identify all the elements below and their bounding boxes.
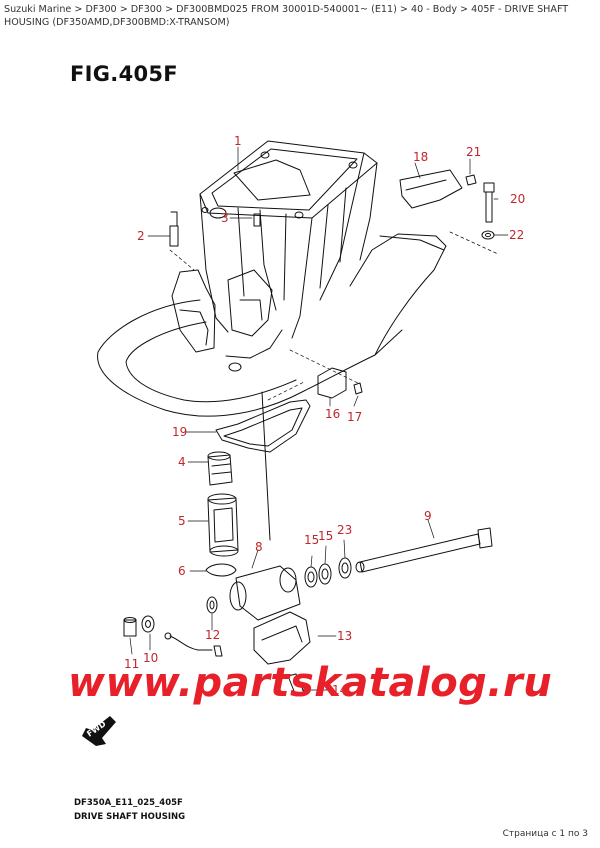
breadcrumb[interactable]: Suzuki Marine > DF300 > DF300 > DF300BMD… [4, 4, 569, 28]
bearing-part-5 [207, 493, 239, 557]
callout-18: 18 [413, 150, 429, 164]
bolt-part-14 [287, 673, 305, 697]
page-info: Страница с 1 по 3 [502, 829, 588, 839]
callout-21: 21 [466, 145, 482, 159]
washer-part-12 [206, 596, 218, 614]
screw-part-17 [353, 382, 363, 395]
cover-part-18 [399, 169, 463, 209]
bracket-part-13 [253, 611, 311, 665]
washer-part-15a [304, 566, 318, 588]
callout-10: 10 [143, 651, 159, 665]
wire-lead [164, 632, 223, 657]
callout-20: 20 [510, 192, 526, 206]
callout-19: 19 [172, 425, 188, 439]
plate-part-16 [317, 367, 347, 399]
callout-5: 5 [178, 514, 186, 528]
watermark: www.partskatalog.ru [68, 660, 553, 706]
callout-1: 1 [234, 134, 242, 148]
callout-23: 23 [337, 523, 353, 537]
washer-part-10 [141, 615, 155, 633]
callout-15b: 15 [318, 529, 334, 543]
washer-part-23 [338, 557, 352, 579]
callout-8: 8 [255, 540, 263, 554]
callout-12: 12 [205, 628, 221, 642]
callout-15a: 15 [304, 533, 320, 547]
figure-caption: DRIVE SHAFT HOUSING [74, 812, 186, 822]
screw-part-21 [465, 174, 477, 186]
callout-13: 13 [337, 629, 353, 643]
circlip-part-6 [205, 563, 237, 577]
bolt-part-2 [169, 211, 179, 247]
callout-2: 2 [137, 229, 145, 243]
callout-22: 22 [509, 228, 525, 242]
fwd-arrow-icon: FWD [82, 716, 116, 746]
callout-4: 4 [178, 455, 186, 469]
callout-6: 6 [178, 564, 186, 578]
drive-shaft-housing-part [97, 140, 447, 417]
long-bolt-part-9 [355, 527, 493, 573]
figure-code: DF350A_E11_025_405F [74, 798, 183, 808]
seal-part-19 [215, 399, 311, 453]
nut-part-11 [123, 617, 137, 637]
callout-11: 11 [124, 657, 140, 671]
pin-part-3 [253, 213, 261, 227]
figure-title: FIG.405F [70, 62, 178, 86]
housing-part-8 [229, 565, 301, 621]
callout-3: 3 [221, 211, 229, 225]
callout-16: 16 [325, 407, 341, 421]
washer-part-15b [318, 563, 332, 585]
bush-part-4 [207, 451, 233, 486]
callout-9: 9 [424, 509, 432, 523]
bolt-part-20 [483, 182, 495, 223]
washer-part-22 [481, 230, 495, 240]
callout-14: 14 [332, 683, 348, 697]
callout-17: 17 [347, 410, 363, 424]
